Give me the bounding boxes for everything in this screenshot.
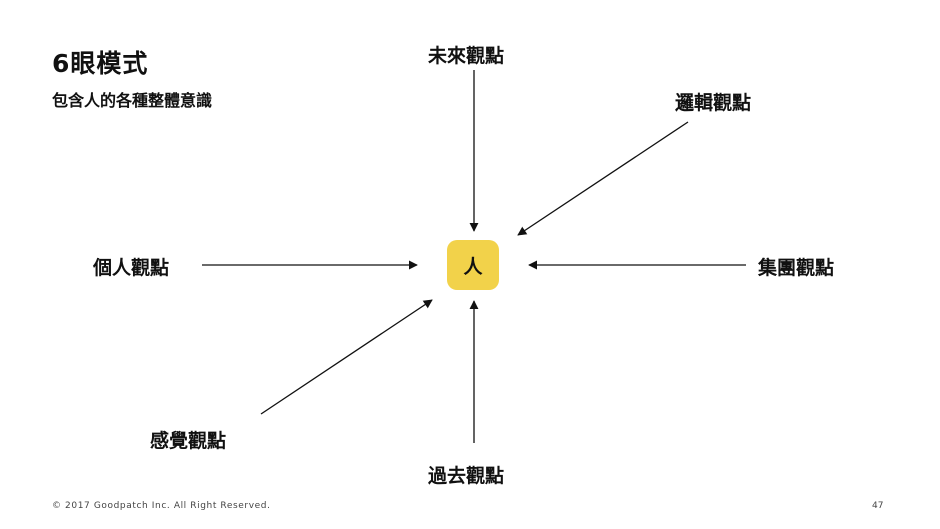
viewpoint-future: 未來觀點 [428,45,505,67]
arrow-sense [260,299,433,415]
center-node-person: 人 [447,240,499,290]
viewpoint-past: 過去觀點 [428,465,505,487]
slide-title: 6眼模式 [52,49,149,78]
slide-subtitle: 包含人的各種整體意識 [52,91,213,110]
arrow-logic [517,121,689,236]
viewpoint-sense: 感覺觀點 [150,430,227,452]
copyright-text: © 2017 Goodpatch Inc. All Right Reserved… [52,501,271,511]
viewpoint-logic: 邏輯觀點 [675,92,752,114]
page-number: 47 [872,501,884,511]
viewpoint-group: 集團觀點 [758,257,835,279]
viewpoint-personal: 個人觀點 [93,257,170,279]
